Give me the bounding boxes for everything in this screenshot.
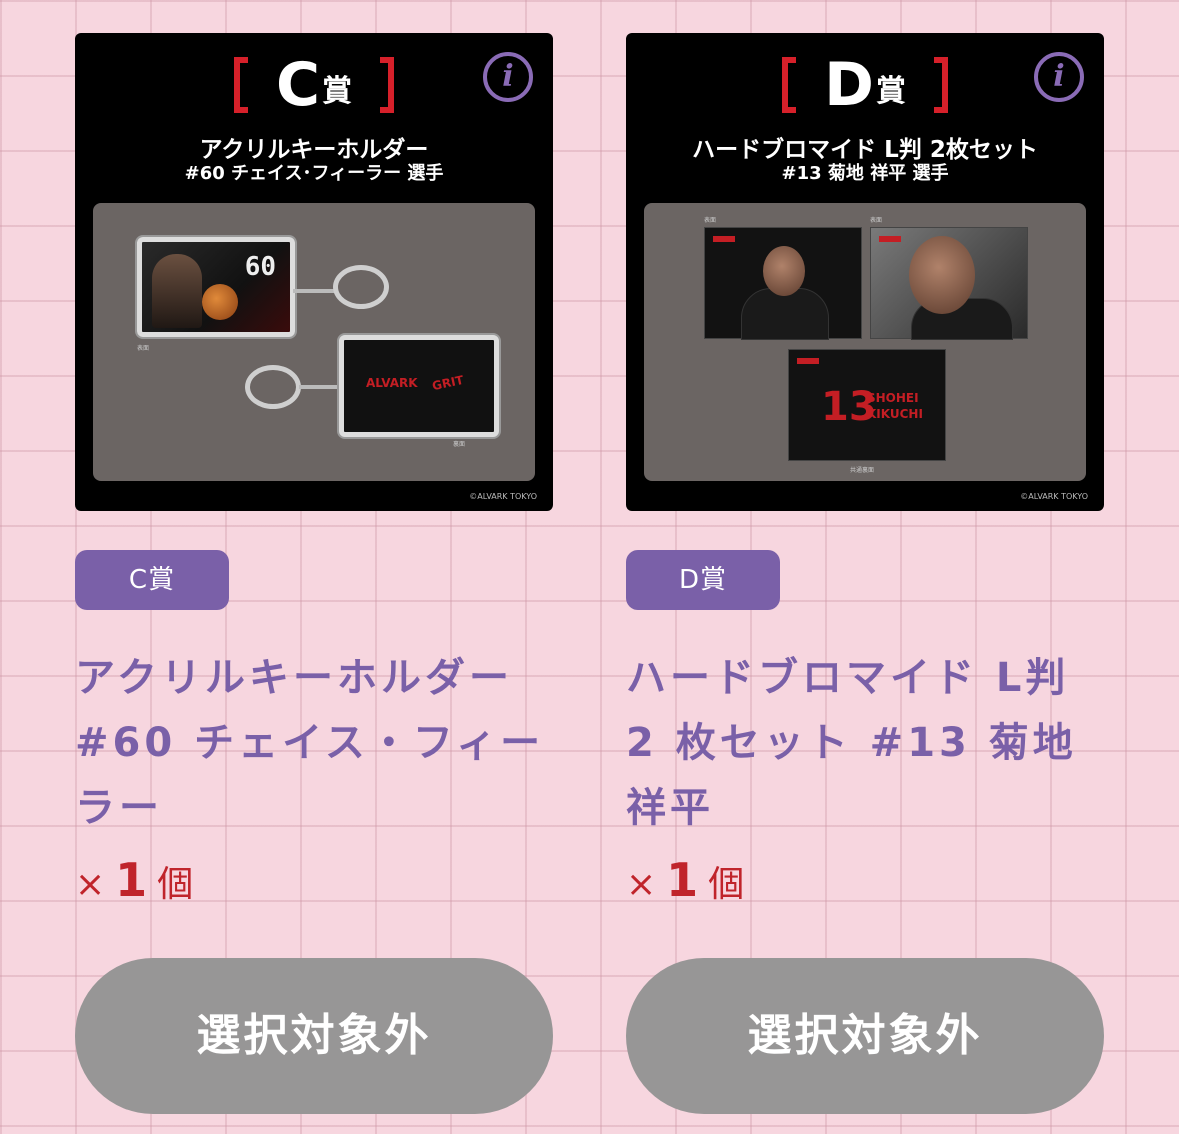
copyright: ©ALVARK TOKYO bbox=[469, 492, 537, 501]
prize-card-d: D賞 ハードブロマイド L判 2枚セット #13 菊地 祥平 選手 i 13 S… bbox=[626, 33, 1104, 1114]
bracket-left bbox=[233, 57, 248, 113]
select-button-disabled[interactable]: 選択対象外 bbox=[75, 958, 553, 1114]
quantity-unit: 個 bbox=[708, 864, 745, 905]
key-ring bbox=[245, 365, 301, 409]
bromide-front-1 bbox=[704, 227, 862, 340]
product-preview: 60 ALVARK GRIT 表面 裏面 bbox=[93, 203, 535, 481]
prize-title: アクリルキーホルダー #60 チェイス・フィーラー bbox=[75, 655, 545, 831]
copyright: ©ALVARK TOKYO bbox=[1020, 492, 1088, 501]
prize-tag: C賞 bbox=[75, 550, 229, 610]
quantity-value: 1 bbox=[666, 853, 699, 907]
product-image: C賞 アクリルキーホルダー #60 チェイス･フィーラー 選手 i 60 ALV… bbox=[75, 33, 553, 511]
quantity-prefix: × bbox=[626, 864, 657, 905]
select-button-disabled[interactable]: 選択対象外 bbox=[626, 958, 1104, 1114]
bracket-right bbox=[380, 57, 395, 113]
image-prize-kanji: 賞 bbox=[322, 74, 353, 109]
image-title-line1: ハードブロマイド L判 2枚セット bbox=[692, 137, 1038, 163]
prize-card-c: C賞 アクリルキーホルダー #60 チェイス･フィーラー 選手 i 60 ALV… bbox=[75, 33, 553, 1114]
quantity-value: 1 bbox=[115, 853, 148, 907]
info-icon[interactable]: i bbox=[483, 52, 533, 102]
image-title-line2: #13 菊地 祥平 選手 bbox=[781, 163, 949, 184]
keyholder-front: 60 bbox=[137, 237, 295, 337]
image-prize-letter: C bbox=[275, 50, 321, 120]
bracket-right bbox=[933, 57, 948, 113]
prize-tag: D賞 bbox=[626, 550, 780, 610]
image-prize-kanji: 賞 bbox=[875, 74, 906, 109]
image-prize-heading: C賞 bbox=[75, 55, 553, 115]
image-title-line1: アクリルキーホルダー bbox=[199, 137, 429, 163]
bracket-left bbox=[782, 57, 797, 113]
quantity-unit: 個 bbox=[157, 864, 194, 905]
key-ring bbox=[333, 265, 389, 309]
image-prize-letter: D bbox=[824, 50, 874, 120]
info-icon[interactable]: i bbox=[1034, 52, 1084, 102]
quantity-prefix: × bbox=[75, 864, 106, 905]
image-title-line2: #60 チェイス･フィーラー 選手 bbox=[184, 163, 444, 184]
keyholder-back: ALVARK GRIT bbox=[339, 335, 499, 437]
bromide-front-2 bbox=[870, 227, 1028, 340]
prize-title: ハードブロマイド L判 2 枚セット #13 菊地 祥平 bbox=[626, 655, 1077, 831]
image-prize-heading: D賞 bbox=[626, 55, 1104, 115]
product-image: D賞 ハードブロマイド L判 2枚セット #13 菊地 祥平 選手 i 13 S… bbox=[626, 33, 1104, 511]
